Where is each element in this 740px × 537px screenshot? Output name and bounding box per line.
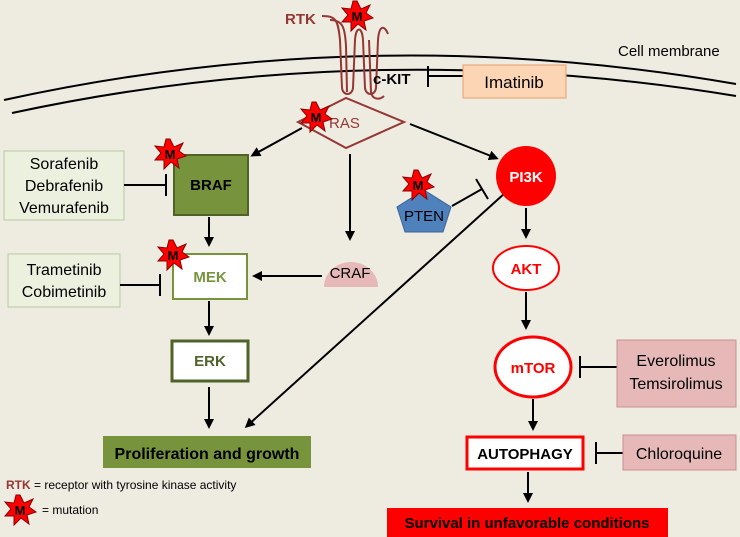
ras-node <box>295 96 407 150</box>
braf-drug-2: Vemurafenib <box>19 200 109 217</box>
pten-node <box>396 189 452 233</box>
mtor-drug-1: Temsirolimus <box>629 376 722 393</box>
mek-label: MEK <box>193 269 227 286</box>
erk-label: ERK <box>194 353 226 370</box>
autophagy-label: AUTOPHAGY <box>477 446 573 463</box>
rtk-receptor <box>321 15 389 100</box>
rtk-label: RTK <box>285 11 316 28</box>
craf-node <box>324 262 378 287</box>
legend-rtk-text: = receptor with tyrosine kinase activity <box>31 478 237 492</box>
legend-mutation-star: M <box>3 494 38 527</box>
mtor-node <box>493 335 573 399</box>
mutation-mark-rtk: M <box>352 9 363 24</box>
mtor-drug-0: Everolimus <box>636 353 715 370</box>
ras-to-braf-arrow <box>250 127 303 157</box>
cell-membrane-inner <box>11 68 737 114</box>
braf-drug-0: Sorafenib <box>30 156 99 173</box>
legend-rtk-line: RTK = receptor with tyrosine kinase acti… <box>6 478 236 492</box>
mtor-inhibitors-box <box>616 339 737 408</box>
cell-membrane-label: Cell membrane <box>618 43 720 60</box>
mtor-label: mTOR <box>511 360 556 377</box>
legend: RTK = receptor with tyrosine kinase acti… <box>3 478 236 527</box>
mutation-star-pten: M <box>401 169 436 202</box>
ras-label: RAS <box>329 115 360 132</box>
mek-drug-0: Trametinib <box>27 262 102 279</box>
pi3k-node <box>496 146 556 206</box>
mutation-star-braf: M <box>153 138 188 171</box>
legend-mutation-mark: M <box>15 503 26 518</box>
imatinib-label: Imatinib <box>484 73 544 92</box>
braf-drug-1: Debrafenib <box>25 178 103 195</box>
akt-label: AKT <box>511 261 542 278</box>
braf-node <box>173 154 249 216</box>
chloroquine-label: Chloroquine <box>636 446 722 463</box>
erk-node <box>170 339 250 383</box>
pi3k-label: PI3K <box>509 169 543 186</box>
autophagy-node <box>465 435 585 471</box>
survival-box <box>387 508 668 537</box>
chloroquine-box <box>622 434 737 471</box>
pten-label: PTEN <box>404 208 444 225</box>
proliferation-label: Proliferation and growth <box>115 446 300 463</box>
mek-drug-1: Cobimetinib <box>22 284 107 301</box>
braf-inhibitors-box <box>3 150 125 221</box>
ras-to-pi3k-arrow <box>409 123 499 161</box>
mutation-mark-pten: M <box>413 178 424 193</box>
pten-inhibition-line <box>451 188 483 207</box>
craf-label: CRAF <box>330 265 371 282</box>
mutation-mark-braf: M <box>165 147 176 162</box>
braf-label: BRAF <box>190 177 232 194</box>
imatinib-box <box>462 64 567 99</box>
akt-node <box>492 245 560 291</box>
pten-inhibition-bar <box>475 178 489 200</box>
mutation-mark-ras: M <box>311 110 322 125</box>
survival-label: Survival in unfavorable conditions <box>404 515 649 532</box>
ckit-label: c-KIT <box>373 71 411 88</box>
proliferation-box <box>103 436 311 468</box>
mutation-star-mek: M <box>156 239 191 272</box>
pi3k-to-proliferation-arrow <box>244 192 506 429</box>
mutation-star-rtk: M <box>340 0 375 33</box>
legend-mutation-text: = mutation <box>42 503 98 517</box>
legend-rtk-abbr: RTK <box>6 478 31 492</box>
mek-node <box>172 253 248 300</box>
mutation-mark-mek: M <box>168 248 179 263</box>
mutation-star-ras: M <box>299 101 334 134</box>
mek-inhibitors-box <box>7 253 121 308</box>
